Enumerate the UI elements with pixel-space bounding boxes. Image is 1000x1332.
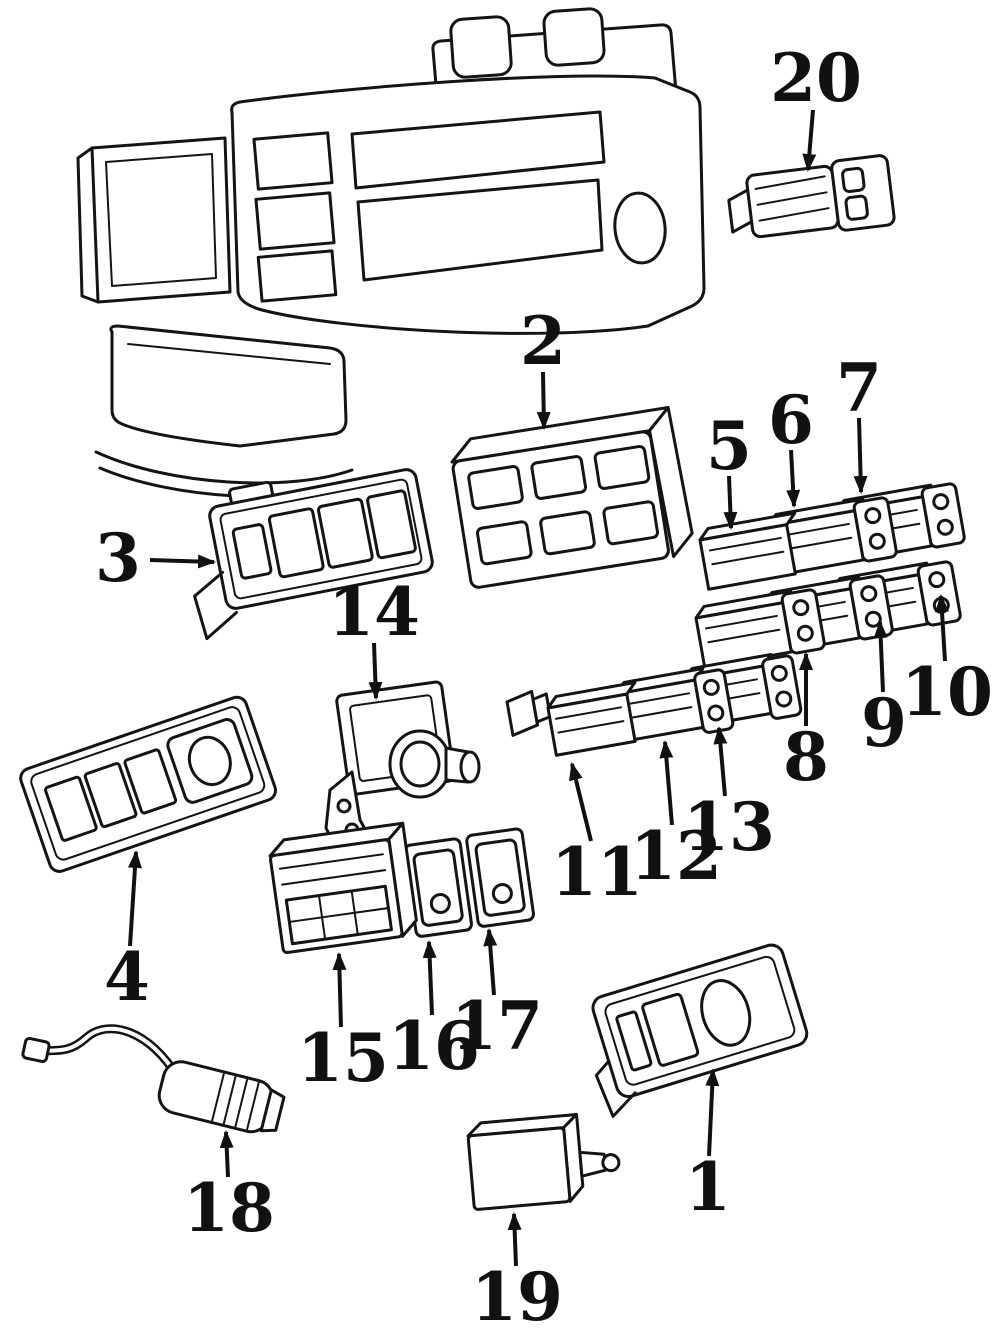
callout-number-6: 6	[768, 381, 814, 459]
callout-arrow-5	[723, 475, 738, 530]
callout-number-3: 3	[95, 519, 141, 597]
callout-number-13: 13	[683, 788, 775, 866]
callout-arrow-10	[934, 594, 949, 662]
callout-arrow-16	[422, 940, 437, 1016]
callout-arrow-4	[127, 850, 142, 947]
callout-number-1: 1	[685, 1148, 731, 1226]
headlamp-switch	[324, 680, 481, 854]
callout-arrow-6	[786, 449, 801, 508]
callout-arrow-7	[853, 417, 868, 494]
callout-number-15: 15	[297, 1019, 389, 1097]
callout-number-11: 11	[551, 833, 643, 911]
callout-number-20: 20	[770, 39, 862, 117]
callout-arrow-12	[659, 740, 674, 826]
callout-number-4: 4	[104, 938, 150, 1016]
callout-arrow-14	[368, 642, 383, 700]
callout-number-14: 14	[328, 573, 420, 651]
callout-number-10: 10	[901, 653, 993, 731]
callout-arrow-20	[802, 109, 817, 172]
callout-arrow-11	[569, 762, 593, 842]
callout-number-7: 7	[836, 349, 882, 427]
callout-number-19: 19	[471, 1258, 563, 1332]
callout-arrow-13	[713, 726, 728, 797]
switch-bezel-1	[591, 943, 809, 1118]
switch-bezel-3	[193, 468, 434, 641]
switch-bank-5-10	[694, 482, 966, 669]
callout-arrow-15	[332, 952, 347, 1028]
callout-number-9: 9	[861, 684, 907, 762]
callout-number-18: 18	[183, 1169, 275, 1247]
callout-number-12: 12	[630, 817, 722, 895]
callout-arrow-2	[536, 371, 551, 430]
switch-carrier-panel	[450, 406, 694, 589]
callout-arrow-3	[149, 554, 216, 569]
switch-bezel-4	[19, 695, 277, 873]
callout-arrow-17	[483, 928, 498, 996]
switch-20	[727, 154, 896, 239]
callout-number-8: 8	[783, 718, 829, 796]
wiring-harness	[21, 1024, 286, 1134]
instrument-panel-assembly	[76, 7, 706, 499]
callout-arrow-19	[507, 1212, 522, 1267]
callout-arrow-1	[705, 1068, 720, 1157]
callout-number-5: 5	[706, 407, 752, 485]
plunger-switch	[466, 1112, 621, 1211]
callout-arrow-9	[873, 620, 888, 693]
callout-number-2: 2	[520, 302, 566, 380]
callout-number-17: 17	[451, 987, 543, 1065]
callout-arrow-18	[219, 1130, 234, 1178]
switch-row-15-17	[268, 821, 535, 955]
callout-number-16: 16	[388, 1007, 480, 1085]
switch-row-11-13	[505, 653, 803, 757]
